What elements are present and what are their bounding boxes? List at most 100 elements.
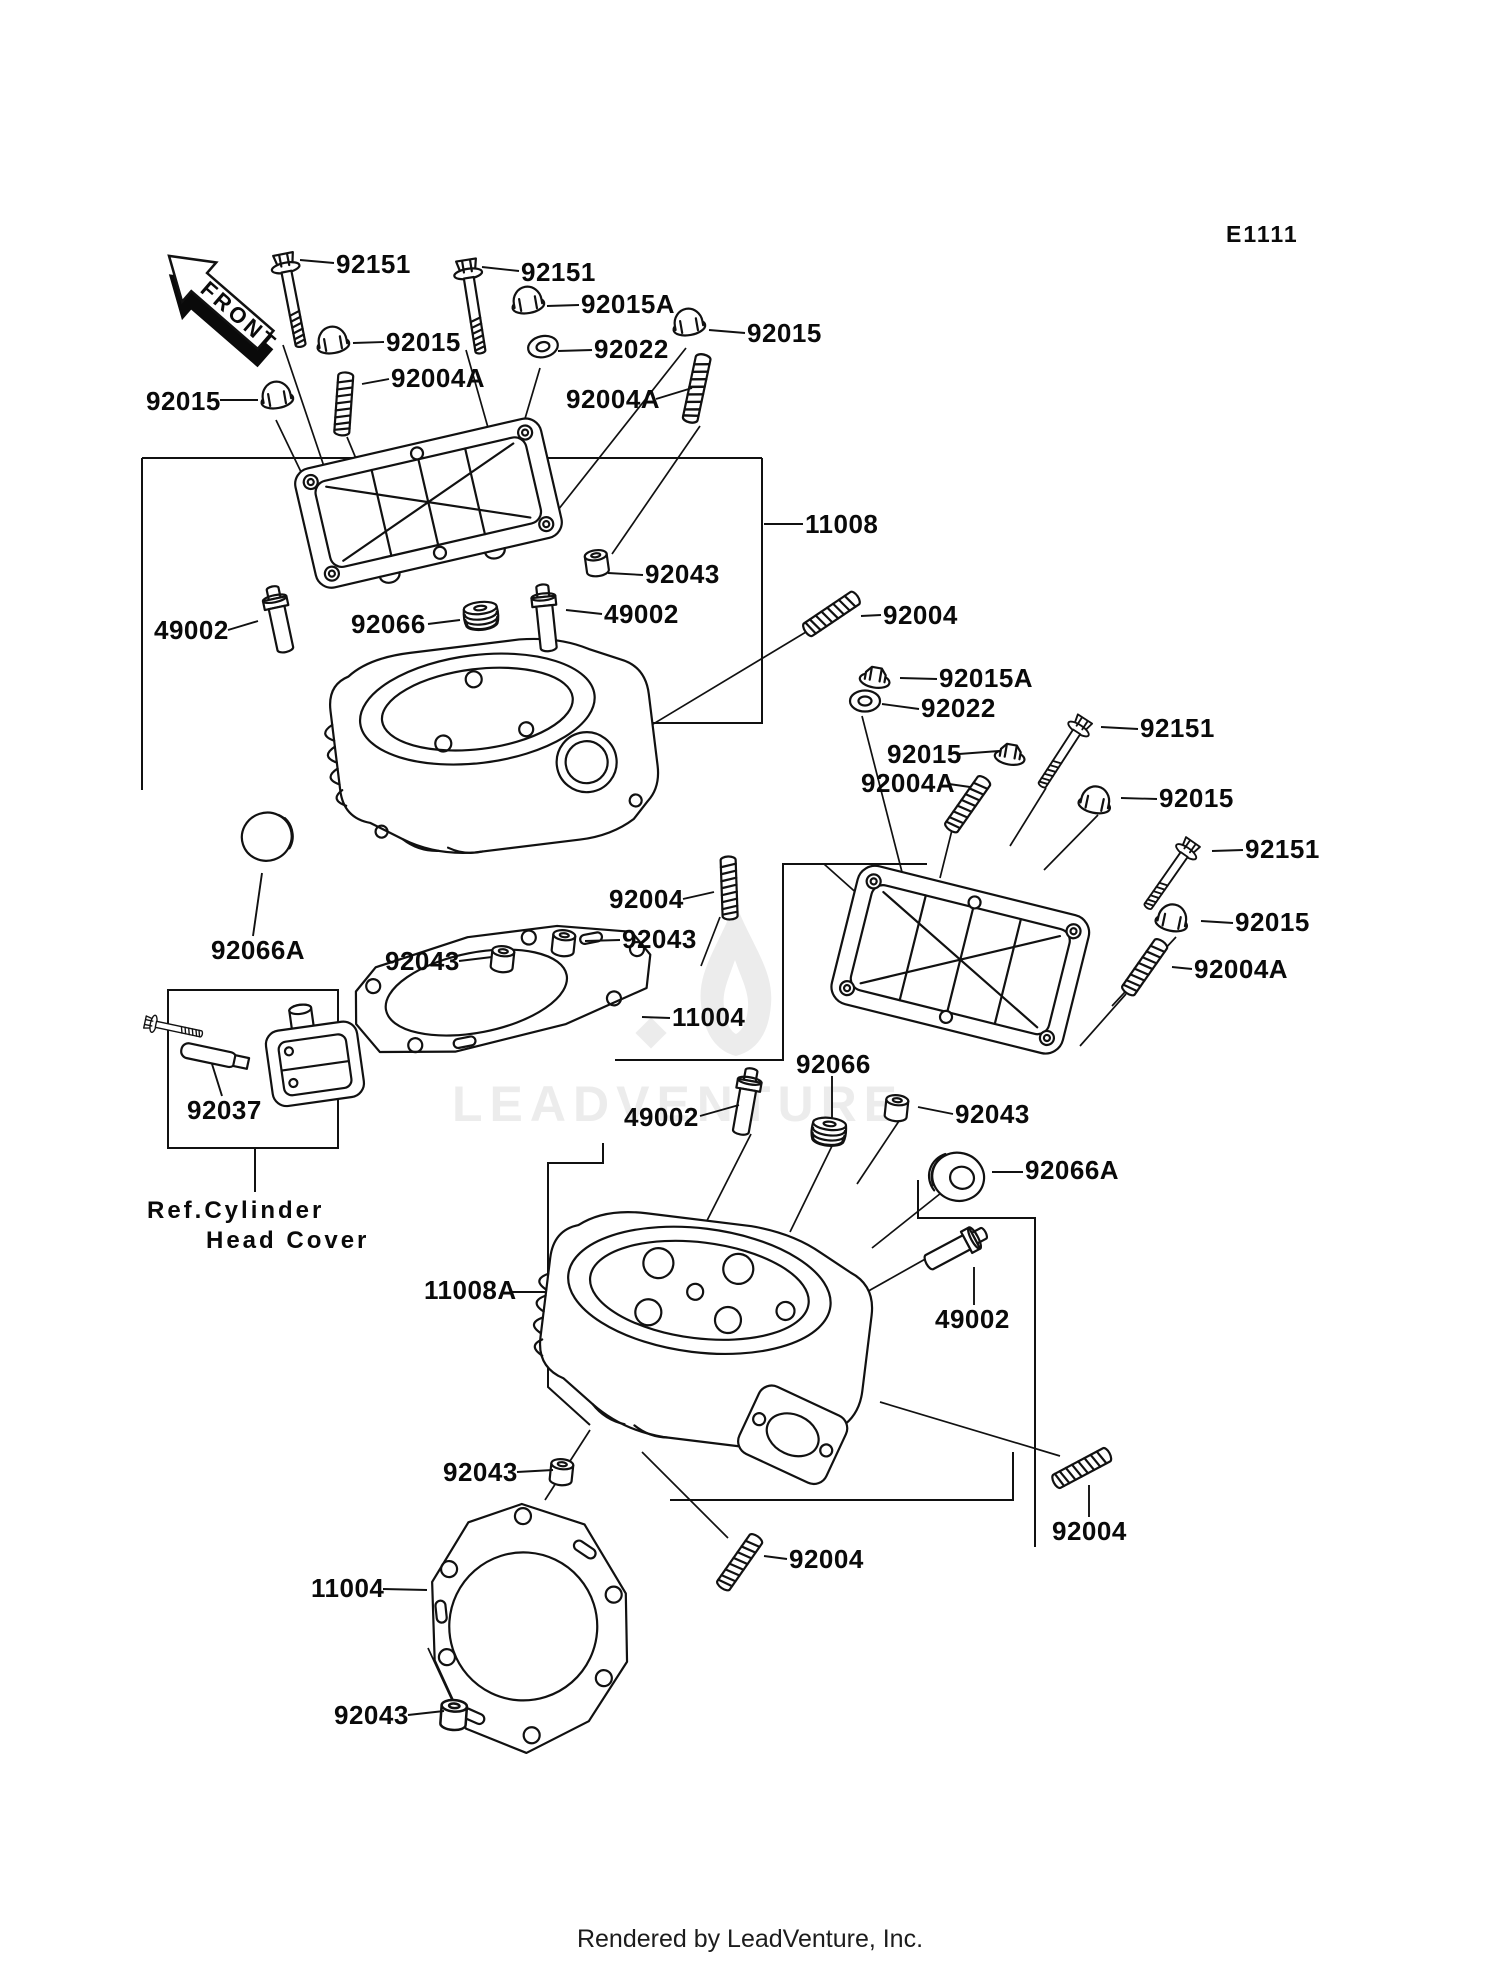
leader-line bbox=[1120, 797, 1158, 800]
part-number-label: 92022 bbox=[921, 693, 996, 723]
front-cylinder-head-drawing bbox=[324, 637, 660, 855]
part-number-label: 92004A bbox=[861, 768, 956, 798]
part-number-label: 92015 bbox=[1235, 907, 1310, 937]
leader-line bbox=[881, 703, 920, 710]
dowel-cap-drawing bbox=[489, 943, 516, 975]
spring-seat-drawing bbox=[809, 1115, 849, 1149]
leader-line bbox=[958, 750, 1000, 755]
part-number-label: 92066 bbox=[796, 1049, 871, 1079]
rear-head-cover-drawing bbox=[830, 864, 1091, 1055]
dowel-cap-drawing bbox=[583, 547, 611, 579]
leader-line bbox=[948, 783, 971, 788]
leader-line bbox=[427, 619, 461, 625]
acorn-nut-drawing bbox=[669, 304, 708, 339]
washer-drawing bbox=[525, 332, 561, 362]
leader-line bbox=[557, 349, 593, 352]
breather-bolt-drawing bbox=[142, 1012, 205, 1044]
stud-drawing bbox=[714, 1531, 765, 1594]
leader-line bbox=[227, 620, 259, 631]
part-number-label: 92043 bbox=[385, 946, 460, 976]
part-number-label: 11008 bbox=[805, 509, 879, 539]
part-number-label: 92066A bbox=[211, 935, 306, 965]
valve-guide-drawing bbox=[259, 582, 299, 656]
long-bolt-drawing bbox=[1136, 834, 1204, 916]
dowel-cap-drawing bbox=[548, 1456, 575, 1488]
part-number-label: 11008A bbox=[424, 1275, 517, 1305]
leader-line bbox=[546, 304, 580, 307]
leader-line bbox=[382, 1588, 428, 1591]
spring-seat-drawing bbox=[461, 599, 501, 633]
part-drawings bbox=[142, 250, 1204, 1755]
part-number-label: 92043 bbox=[622, 924, 697, 954]
part-number-label: 92004 bbox=[1052, 1516, 1127, 1546]
part-number-label: 92043 bbox=[334, 1700, 409, 1730]
breather-body-drawing bbox=[264, 1003, 366, 1108]
stud-drawing bbox=[332, 370, 355, 437]
part-number-label: 92004 bbox=[609, 884, 684, 914]
leader-line bbox=[481, 266, 520, 272]
part-number-label: 92015 bbox=[1159, 783, 1234, 813]
front-head-cover-drawing bbox=[294, 417, 563, 589]
part-number-label: 92004A bbox=[566, 384, 661, 414]
stud-drawing bbox=[1119, 936, 1170, 999]
acorn-nut-drawing bbox=[1075, 782, 1115, 818]
part-number-label: 92004A bbox=[1194, 954, 1289, 984]
leader-line bbox=[565, 609, 603, 615]
credit-text: Rendered by LeadVenture, Inc. bbox=[576, 1925, 924, 1953]
dowel-cap-drawing bbox=[438, 1697, 469, 1733]
leader-line bbox=[682, 891, 715, 900]
part-number-label: 92015 bbox=[146, 386, 221, 416]
flange-bolt-drawing bbox=[857, 663, 893, 692]
valve-guide-drawing bbox=[919, 1220, 993, 1276]
leader-line bbox=[699, 1104, 740, 1117]
leader-line bbox=[458, 956, 493, 962]
stud-drawing bbox=[800, 588, 863, 639]
part-number-label: 92066A bbox=[1025, 1155, 1120, 1185]
leader-line bbox=[352, 341, 385, 344]
leader-line bbox=[708, 329, 746, 334]
washer-drawing bbox=[848, 689, 882, 713]
leader-line bbox=[407, 1710, 445, 1716]
ref-note-line1: Ref.Cylinder bbox=[147, 1197, 325, 1224]
leader-line bbox=[1100, 726, 1139, 730]
part-number-label: 92015 bbox=[386, 327, 461, 357]
leader-line bbox=[361, 378, 390, 385]
leader-line bbox=[860, 614, 882, 617]
part-number-label: 92043 bbox=[443, 1457, 518, 1487]
part-number-label: 92043 bbox=[645, 559, 720, 589]
leader-line bbox=[763, 1555, 788, 1560]
leader-line bbox=[655, 387, 693, 400]
part-number-label: 92151 bbox=[521, 257, 596, 287]
part-number-label: 92151 bbox=[1245, 834, 1320, 864]
part-number-label: 92015A bbox=[939, 663, 1034, 693]
dowel-cap-drawing bbox=[883, 1092, 910, 1124]
rear-plug-drawing bbox=[927, 1151, 986, 1203]
stud-drawing bbox=[680, 351, 713, 426]
part-number-label: 92022 bbox=[594, 334, 669, 364]
stud-drawing bbox=[1049, 1445, 1115, 1491]
ref-note-line2: Head Cover bbox=[206, 1227, 370, 1254]
part-number-label: 49002 bbox=[624, 1102, 699, 1132]
acorn-nut-drawing bbox=[313, 322, 352, 357]
front-head-gasket-drawing bbox=[354, 924, 652, 1054]
part-number-label: 92151 bbox=[336, 249, 411, 279]
part-number-label: 49002 bbox=[935, 1304, 1010, 1334]
stud-drawing bbox=[719, 855, 739, 921]
part-number-label: 92043 bbox=[955, 1099, 1030, 1129]
part-number-label: 92004 bbox=[789, 1544, 864, 1574]
leader-line bbox=[1200, 920, 1234, 924]
diagram-code: E1111 bbox=[1226, 221, 1299, 247]
part-number-label: 92015 bbox=[747, 318, 822, 348]
leader-line bbox=[917, 1106, 954, 1115]
leader-line bbox=[299, 259, 335, 264]
front-arrow: FRONT bbox=[167, 254, 283, 368]
rear-head-gasket-drawing bbox=[431, 1502, 629, 1755]
bracket-lines bbox=[141, 457, 1036, 1547]
leader-lines bbox=[211, 259, 1244, 1716]
acorn-nut-drawing bbox=[1152, 900, 1192, 936]
leader-line bbox=[252, 872, 263, 937]
part-number-label: 92004 bbox=[883, 600, 958, 630]
leader-line bbox=[211, 1063, 223, 1097]
